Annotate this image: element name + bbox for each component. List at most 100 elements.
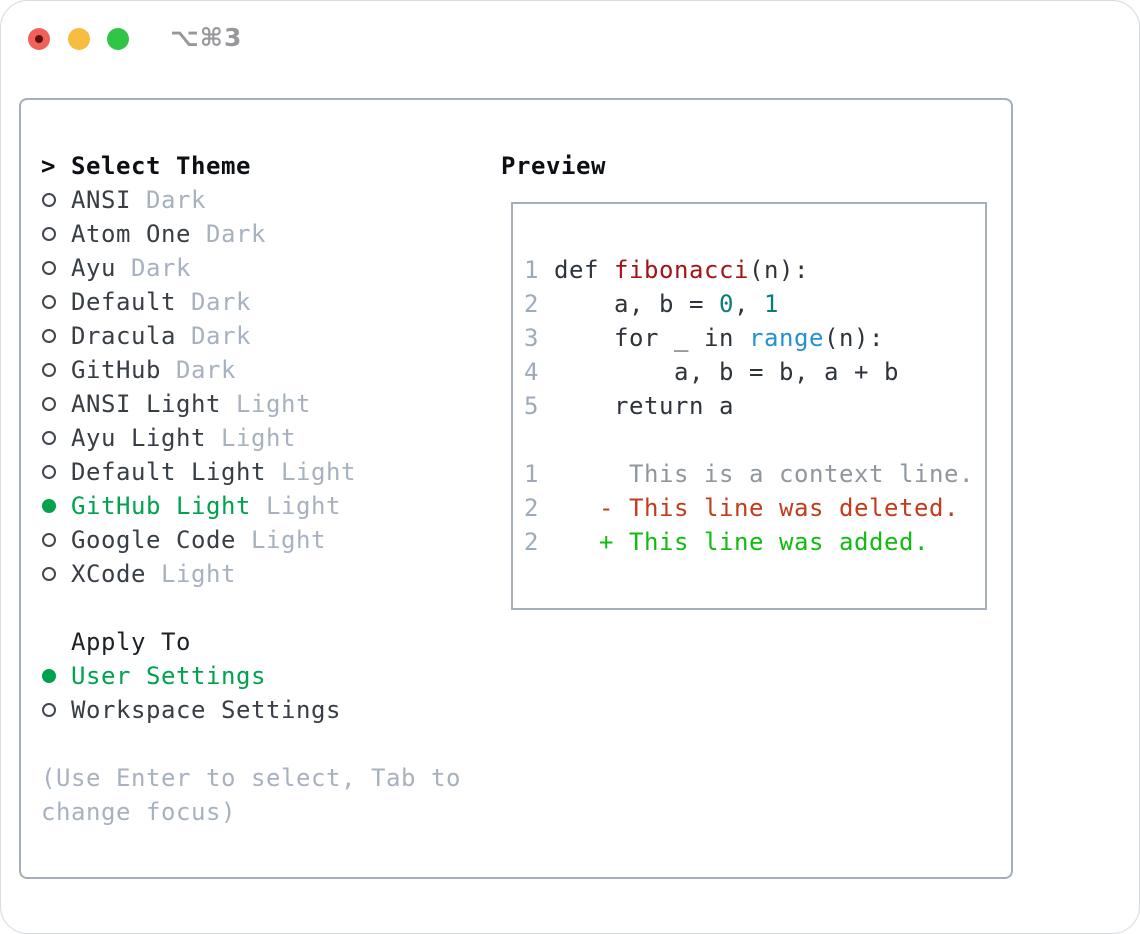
diff-line: 1 This is a context line. <box>524 457 985 491</box>
theme-list: ANSI Dark Atom One Dark Ayu Dark <box>41 183 461 591</box>
theme-option[interactable]: Ayu Light Light <box>41 421 461 455</box>
select-theme-title: Select Theme <box>71 152 251 180</box>
theme-option[interactable]: Default Dark <box>41 285 461 319</box>
radio-marker <box>41 363 71 377</box>
code-segment: return a <box>554 392 734 420</box>
code-line: 4 a, b = b, a + b <box>524 355 985 389</box>
hint-text-line1: (Use Enter to select, Tab to <box>41 764 461 792</box>
code-segment: a, b = <box>554 290 719 318</box>
radio-icon <box>42 533 56 547</box>
minimize-button[interactable] <box>68 28 90 50</box>
theme-option[interactable]: ANSI Light Light <box>41 387 461 421</box>
apply-to-header: Apply To <box>41 625 461 659</box>
code-segment: range <box>749 324 824 352</box>
theme-name: GitHub <box>71 356 161 384</box>
code-text: return a <box>554 389 734 423</box>
code-segment: def <box>554 256 614 284</box>
radio-marker <box>41 431 71 445</box>
theme-option[interactable]: ANSI Dark <box>41 183 461 217</box>
apply-option-label: User Settings <box>71 662 266 690</box>
theme-name: GitHub Light <box>71 492 251 520</box>
diff-line: 2 + This line was added. <box>524 525 985 559</box>
theme-option[interactable]: XCode Light <box>41 557 461 591</box>
theme-name: Ayu Light <box>71 424 206 452</box>
theme-name: Atom One <box>71 220 191 248</box>
theme-option[interactable]: Google Code Light <box>41 523 461 557</box>
theme-variant-label: Light <box>251 526 326 554</box>
line-number: 5 <box>524 392 539 420</box>
diff-text: + This line was added. <box>554 525 929 559</box>
line-number: 2 <box>524 494 539 522</box>
code-segment: (n): <box>749 256 809 284</box>
preview-column: Preview 1 def fibonacci(n): 2 a, b = 0, … <box>501 149 987 610</box>
radio-marker <box>41 193 71 207</box>
diff-text: This is a context line. <box>554 457 974 491</box>
theme-name: ANSI Light <box>71 390 221 418</box>
theme-picker-panel: > Select Theme ANSI Dark Atom On <box>19 98 1013 879</box>
radio-icon <box>42 431 56 445</box>
line-number: 2 <box>524 290 539 318</box>
theme-name: Default <box>71 288 176 316</box>
code-text: a, b = b, a + b <box>554 355 899 389</box>
code-segment: - This line was deleted. <box>554 494 959 522</box>
radio-icon <box>42 193 56 207</box>
code-segment: a, b = b, a + b <box>554 358 899 386</box>
code-sample: 1 def fibonacci(n): 2 a, b = 0, 1 3 for … <box>524 253 985 423</box>
radio-marker <box>41 567 71 581</box>
code-segment: fibonacci <box>614 256 749 284</box>
theme-list-column: > Select Theme ANSI Dark Atom On <box>41 149 461 829</box>
code-segment: for _ in <box>554 324 749 352</box>
apply-option[interactable]: Workspace Settings <box>41 693 461 727</box>
line-number: 1 <box>524 460 539 488</box>
apply-option-label: Workspace Settings <box>71 696 341 724</box>
preview-header: Preview <box>501 149 987 183</box>
theme-variant-label: Dark <box>146 186 206 214</box>
line-number: 2 <box>524 528 539 556</box>
zoom-button[interactable] <box>107 28 129 50</box>
code-line: 2 a, b = 0, 1 <box>524 287 985 321</box>
radio-marker <box>41 329 71 343</box>
radio-icon <box>42 397 56 411</box>
theme-variant-label: Light <box>221 424 296 452</box>
code-segment: + This line was added. <box>554 528 929 556</box>
theme-name: Default Light <box>71 458 266 486</box>
theme-variant-label: Light <box>236 390 311 418</box>
diff-sample: 1 This is a context line. 2 - This line … <box>524 457 985 559</box>
theme-variant-label: Light <box>266 492 341 520</box>
apply-option[interactable]: User Settings <box>41 659 461 693</box>
code-line: 5 return a <box>524 389 985 423</box>
theme-name: XCode <box>71 560 146 588</box>
code-segment: (n): <box>824 324 884 352</box>
theme-name: ANSI <box>71 186 131 214</box>
theme-variant-label: Light <box>281 458 356 486</box>
code-text: def fibonacci(n): <box>554 253 809 287</box>
radio-icon <box>42 363 56 377</box>
theme-option[interactable]: Dracula Dark <box>41 319 461 353</box>
radio-icon <box>42 703 56 717</box>
apply-to-title: Apply To <box>71 628 191 656</box>
theme-option[interactable]: Atom One Dark <box>41 217 461 251</box>
theme-option[interactable]: Ayu Dark <box>41 251 461 285</box>
close-button[interactable] <box>28 28 50 50</box>
radio-icon <box>42 261 56 275</box>
theme-option[interactable]: Default Light Light <box>41 455 461 489</box>
apply-to-list: User Settings Workspace Settings <box>41 659 461 727</box>
radio-marker <box>41 465 71 479</box>
theme-variant-label: Light <box>161 560 236 588</box>
select-theme-header: > Select Theme <box>41 149 461 183</box>
radio-icon <box>42 329 56 343</box>
code-segment: 1 <box>764 290 779 318</box>
code-segment: 0 <box>719 290 734 318</box>
theme-name: Ayu <box>71 254 116 282</box>
line-number: 3 <box>524 324 539 352</box>
radio-icon <box>42 465 56 479</box>
gap <box>41 591 461 625</box>
theme-variant-label: Dark <box>191 288 251 316</box>
diff-line: 2 - This line was deleted. <box>524 491 985 525</box>
unsaved-dot-icon <box>35 35 43 43</box>
gap <box>524 423 985 457</box>
theme-option[interactable]: GitHub Dark <box>41 353 461 387</box>
theme-option[interactable]: GitHub Light Light <box>41 489 461 523</box>
radio-marker <box>41 397 71 411</box>
